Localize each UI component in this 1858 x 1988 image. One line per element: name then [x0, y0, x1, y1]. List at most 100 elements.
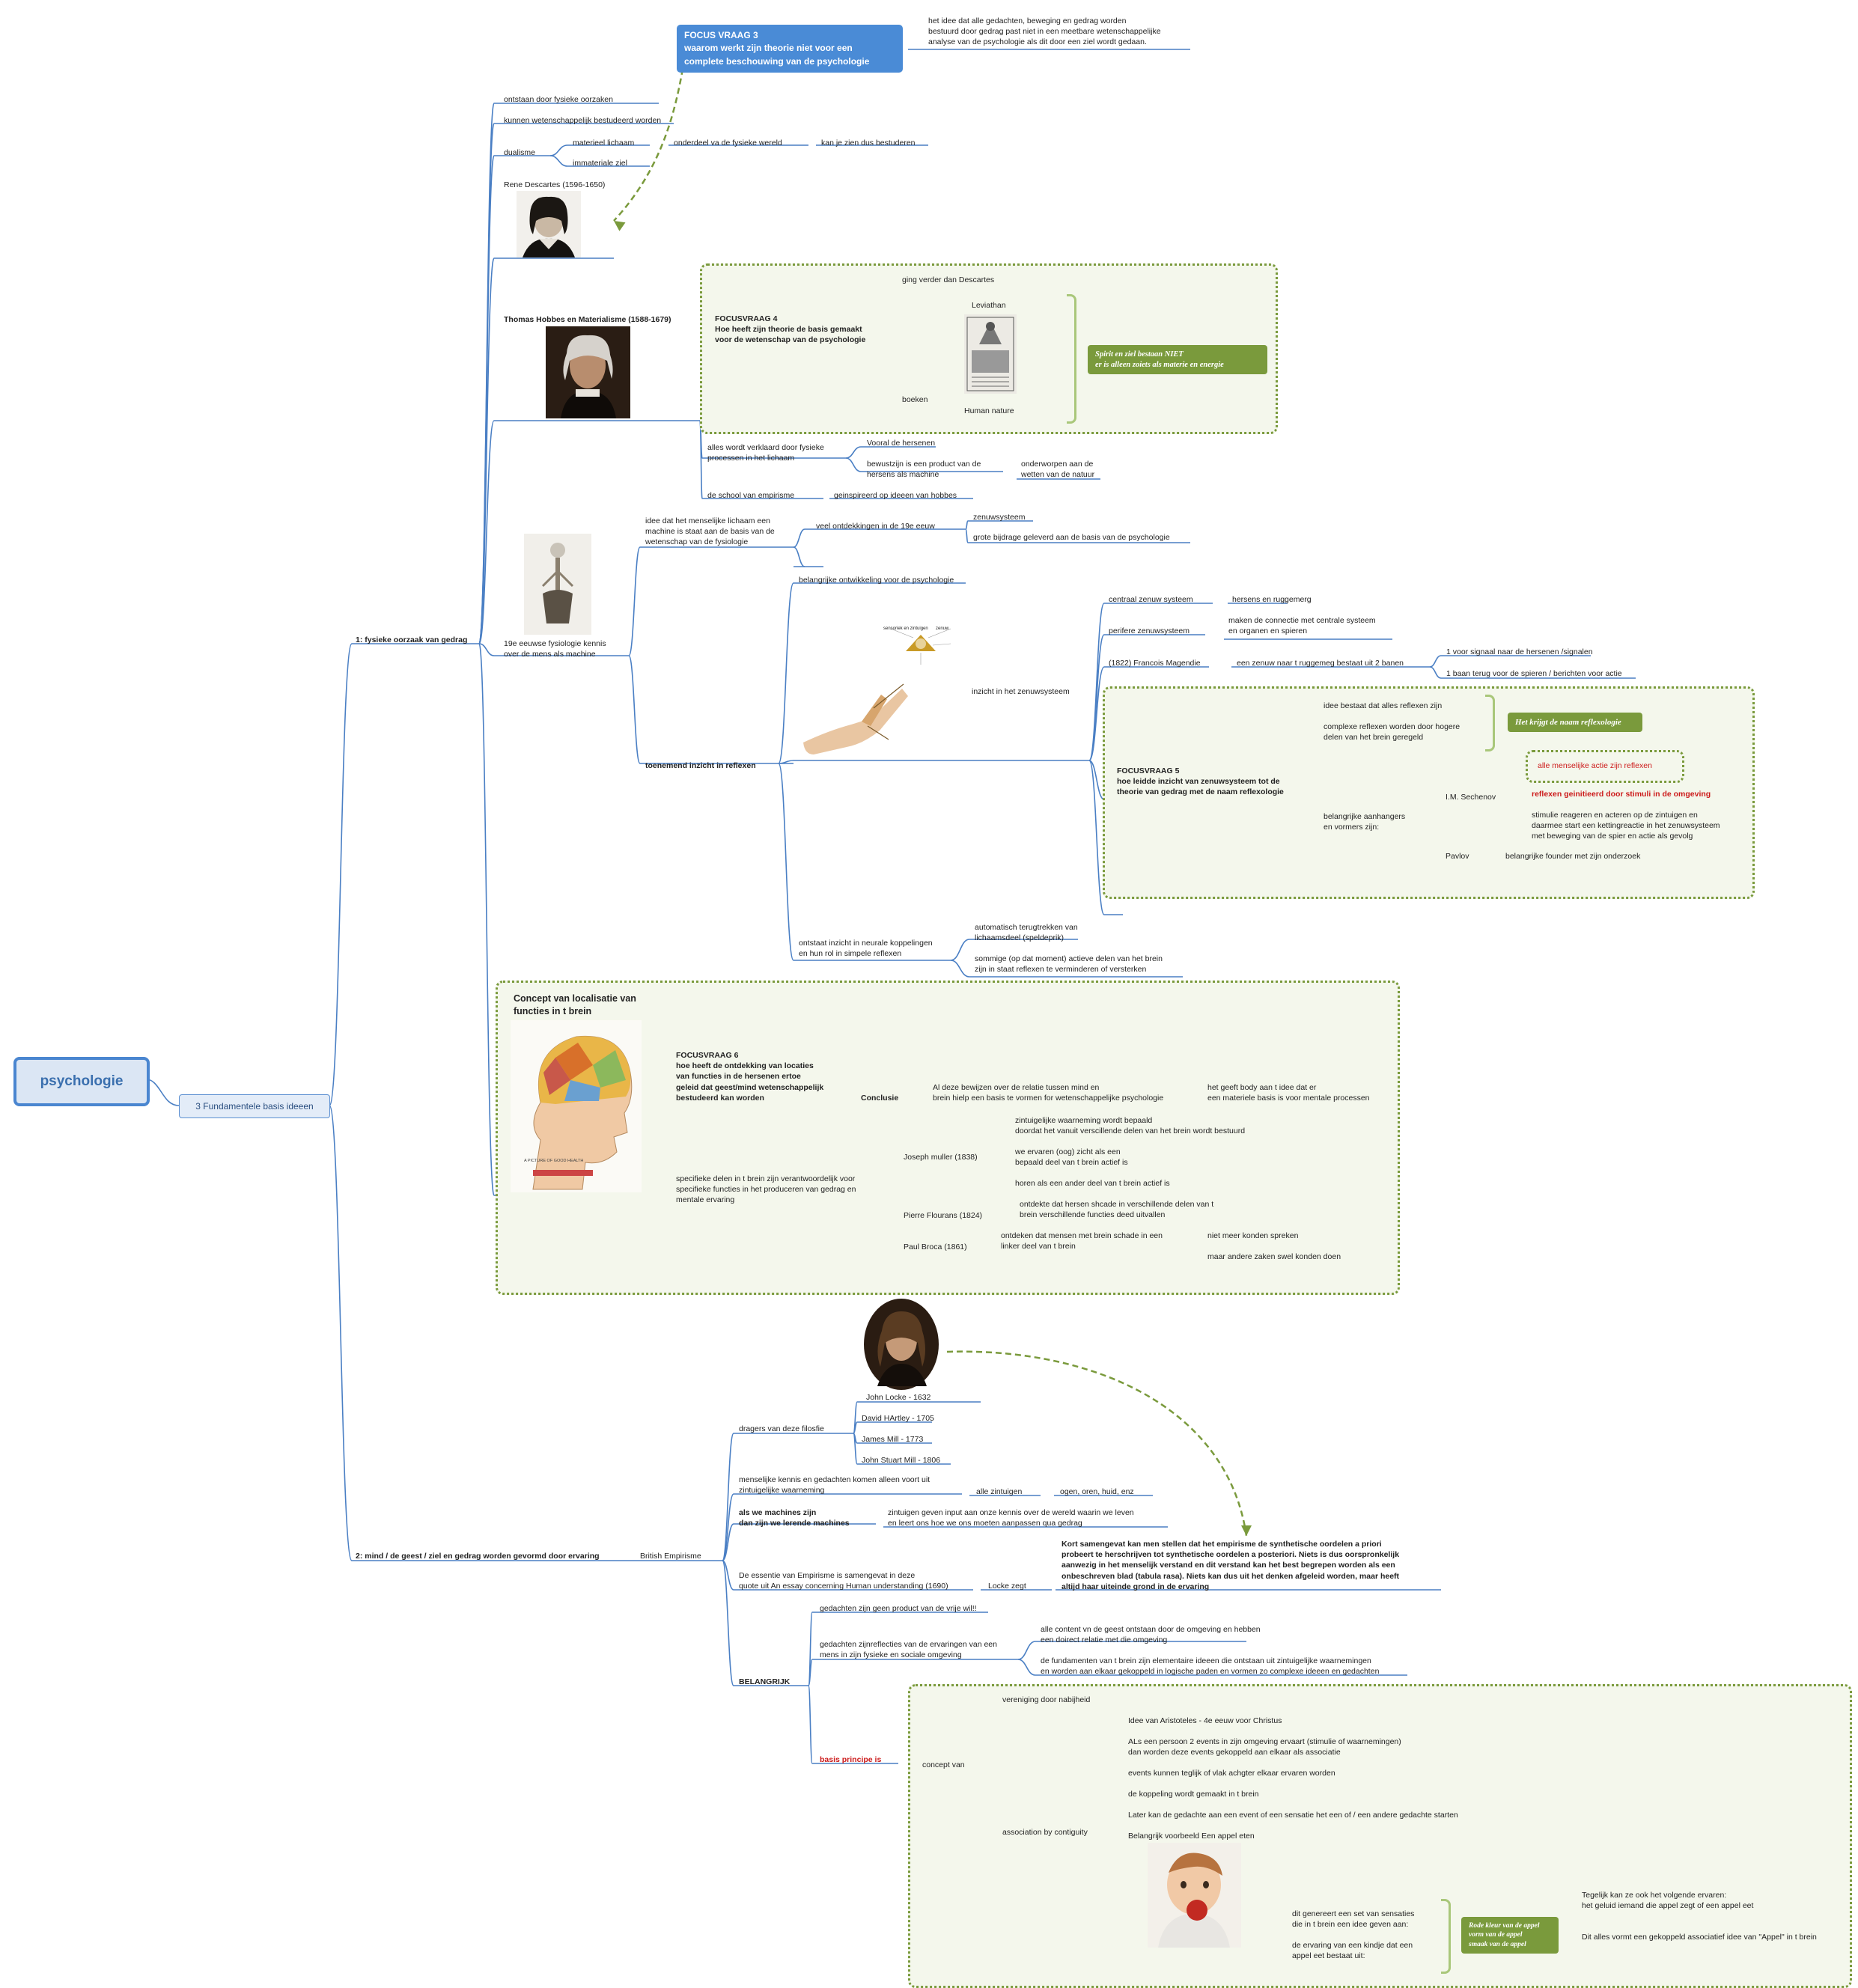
node-bestuderen[interactable]: kan je zien dus bestuderen: [821, 138, 916, 147]
node-materieel[interactable]: materieel lichaam: [573, 138, 635, 147]
node-input[interactable]: zintuigen geven input aan onze kennis ov…: [888, 1508, 1134, 1528]
node-actie[interactable]: alle menselijke actie zijn reflexen: [1538, 761, 1652, 770]
node-leviathan[interactable]: Leviathan: [972, 301, 1006, 310]
node-inzicht-zenuw[interactable]: inzicht in het zenuwsysteem: [972, 687, 1070, 696]
node-reflecties[interactable]: gedachten zijnreflecties van de ervaring…: [820, 1640, 997, 1660]
reflexologie-tag[interactable]: Het krijgt de naam reflexologie: [1508, 713, 1642, 733]
node-terug[interactable]: automatisch terugtrekken van lichaamsdee…: [975, 923, 1078, 943]
node-baan1[interactable]: 1 voor signaal naar de hersenen /signale…: [1446, 647, 1593, 656]
root-node[interactable]: psychologie: [13, 1057, 150, 1106]
branch1-label[interactable]: 1: fysieke oorzaak van gedrag: [356, 635, 468, 644]
node-ervaring[interactable]: de ervaring van een kindje dat een appel…: [1292, 1941, 1413, 1961]
node-sechenov[interactable]: I.M. Sechenov: [1446, 793, 1496, 802]
node-machines[interactable]: als we machines zijn dan zijn we lerende…: [739, 1508, 850, 1528]
node-muller-2[interactable]: we ervaren (oog) zicht als een bepaald d…: [1015, 1147, 1128, 1168]
person-hartley[interactable]: David HArtley - 1705: [862, 1414, 934, 1423]
node-immaterieel[interactable]: immateriale ziel: [573, 159, 627, 168]
node-fundamenten[interactable]: de fundamenten van t brein zijn elementa…: [1041, 1656, 1380, 1677]
node-broca-2[interactable]: niet meer konden spreken: [1207, 1231, 1299, 1240]
node-perifeer[interactable]: perifere zenuwsysteem: [1109, 626, 1190, 635]
focus4-node[interactable]: FOCUSVRAAG 4 Hoe heeft zijn theorie de b…: [715, 314, 866, 345]
node-empirisme[interactable]: de school van empirisme: [707, 491, 795, 500]
node-bijdrage[interactable]: grote bijdrage geleverd aan de basis van…: [973, 533, 1170, 542]
node-descartes[interactable]: Rene Descartes (1596-1650): [504, 180, 606, 189]
branch2-label[interactable]: 2: mind / de geest / ziel en gedrag word…: [356, 1552, 600, 1561]
node-body[interactable]: het geeft body aan t idee dat er een mat…: [1207, 1083, 1370, 1103]
node-kennis[interactable]: menselijke kennis en gedachten komen all…: [739, 1475, 930, 1495]
person-stuart-mill[interactable]: John Stuart Mill - 1806: [862, 1456, 941, 1465]
node-c3[interactable]: events kunnen teglijk of vlak achgter el…: [1128, 1769, 1335, 1778]
node-muller[interactable]: Joseph muller (1838): [904, 1153, 978, 1162]
basis-node[interactable]: 3 Fundamentele basis ideeen: [179, 1094, 330, 1118]
focus3-answer[interactable]: het idee dat alle gedachten, beweging en…: [928, 16, 1161, 47]
node-dragers[interactable]: dragers van deze filosfie: [739, 1424, 824, 1433]
person-james-mill[interactable]: James Mill - 1773: [862, 1435, 924, 1444]
node-founder[interactable]: belangrijke founder met zijn onderzoek: [1505, 852, 1641, 861]
node-hersenen[interactable]: Vooral de hersenen: [867, 439, 936, 448]
node-broca-3[interactable]: maar andere zaken swel konden doen: [1207, 1252, 1341, 1261]
node-centraal[interactable]: centraal zenuw systeem: [1109, 595, 1193, 604]
node-human-nature[interactable]: Human nature: [964, 406, 1014, 415]
node-broca[interactable]: Paul Broca (1861): [904, 1242, 967, 1251]
node-flourens-1[interactable]: ontdekte dat hersen shcade in verschille…: [1020, 1200, 1214, 1220]
node-sensaties[interactable]: dit genereert een set van sensaties die …: [1292, 1909, 1415, 1930]
spirit-tag[interactable]: Spirit en ziel bestaan NIET er is alleen…: [1088, 345, 1267, 375]
node-bewijzen[interactable]: Al deze bewijzen over de relatie tussen …: [933, 1083, 1164, 1103]
node-c2[interactable]: ALs een persoon 2 events in zijn omgevin…: [1128, 1737, 1401, 1757]
node-neuraal[interactable]: ontstaat inzicht in neurale koppelingen …: [799, 939, 933, 959]
node-dualisme[interactable]: dualisme: [504, 148, 536, 157]
node-specifiek[interactable]: specifieke delen in t brein zijn verantw…: [676, 1174, 856, 1205]
node-vereniging[interactable]: vereniging door nabijheid: [1002, 1695, 1091, 1704]
node-wetenschap[interactable]: kunnen wetenschappelijk bestudeerd worde…: [504, 116, 662, 125]
node-onderdeel[interactable]: onderdeel va de fysieke wereld: [674, 138, 782, 147]
node-c4[interactable]: de koppeling wordt gemaakt in t brein: [1128, 1790, 1259, 1799]
node-pavlov[interactable]: Pavlov: [1446, 852, 1469, 861]
node-fysiologie[interactable]: 19e eeuwse fysiologie kennis over de men…: [504, 639, 606, 659]
node-locke-zegt[interactable]: Locke zegt: [988, 1582, 1026, 1591]
localisatie-title[interactable]: Concept van localisatie van functies in …: [514, 993, 636, 1016]
node-alle-reflexen[interactable]: idee bestaat dat alles reflexen zijn: [1324, 701, 1443, 710]
node-muller-3[interactable]: horen als een ander deel van t brein act…: [1015, 1179, 1170, 1188]
node-ruggenmerg[interactable]: hersens en ruggemerg: [1232, 595, 1312, 604]
node-zenuwsysteem[interactable]: zenuwsysteem: [973, 513, 1026, 522]
node-sommige[interactable]: sommige (op dat moment) actieve delen va…: [975, 954, 1163, 975]
node-idee-machine[interactable]: idee dat het menselijke lichaam een mach…: [645, 516, 775, 547]
node-aanhangers[interactable]: belangrijke aanhangers en vormers zijn:: [1324, 812, 1406, 832]
node-c6[interactable]: Belangrijk voorbeeld Een appel eten: [1128, 1832, 1255, 1841]
node-content[interactable]: alle content vn de geest ontstaan door d…: [1041, 1625, 1261, 1645]
node-conclusie[interactable]: Conclusie: [861, 1094, 899, 1103]
node-flourens[interactable]: Pierre Flourans (1824): [904, 1211, 983, 1220]
node-banen[interactable]: een zenuw naar t ruggemeg bestaat uit 2 …: [1237, 659, 1404, 668]
node-stimuli[interactable]: reflexen geinitieerd door stimuli in de …: [1532, 790, 1711, 799]
node-c1[interactable]: Idee van Aristoteles - 4e eeuw voor Chri…: [1128, 1716, 1282, 1725]
node-zintuigen[interactable]: alle zintuigen: [976, 1487, 1023, 1496]
node-vrije-wil[interactable]: gedachten zijn geen product van de vrije…: [820, 1604, 977, 1613]
node-verklaard[interactable]: alles wordt verklaard door fysieke proce…: [707, 443, 824, 463]
node-baan2[interactable]: 1 baan terug voor de spieren / berichten…: [1446, 669, 1622, 678]
node-concept-van[interactable]: concept van: [922, 1760, 965, 1769]
node-broca-1[interactable]: ontdeken dat mensen met brein schade in …: [1001, 1231, 1163, 1251]
node-bewust[interactable]: bewustzijn is een product van de hersens…: [867, 460, 981, 480]
person-locke[interactable]: John Locke - 1632: [866, 1393, 931, 1402]
node-fysiek[interactable]: ontstaan door fysieke oorzaken: [504, 95, 613, 104]
node-verder[interactable]: ging verder dan Descartes: [902, 275, 995, 284]
node-c5[interactable]: Later kan de gedachte aan een event of e…: [1128, 1811, 1458, 1820]
node-connectie[interactable]: maken de connectie met centrale systeem …: [1228, 616, 1376, 636]
focus3-node[interactable]: FOCUS VRAAG 3 waarom werkt zijn theorie …: [677, 25, 903, 73]
focus6-node[interactable]: FOCUSVRAAG 6 hoe heeft de ontdekking van…: [676, 1051, 824, 1103]
node-magendie[interactable]: (1822) Francois Magendie: [1109, 659, 1201, 668]
focus5-node[interactable]: FOCUSVRAAG 5 hoe leidde inzicht van zenu…: [1117, 766, 1284, 797]
node-belangrijk[interactable]: BELANGRIJK: [739, 1677, 791, 1686]
node-complex[interactable]: complexe reflexen worden door hogere del…: [1324, 722, 1460, 743]
node-ontdekkingen[interactable]: veel ontdekkingen in de 19e eeuw: [816, 522, 935, 531]
node-british[interactable]: British Empirisme: [640, 1552, 701, 1561]
node-boeken[interactable]: boeken: [902, 395, 928, 404]
node-muller-1[interactable]: zintuigelijke waarneming wordt bepaald d…: [1015, 1116, 1246, 1136]
node-essentie[interactable]: De essentie van Empirisme is samengevat …: [739, 1571, 948, 1591]
node-associatief[interactable]: Dit alles vormt een gekoppeld associatie…: [1582, 1933, 1817, 1942]
node-reageren[interactable]: stimulie reageren en acteren op de zintu…: [1532, 811, 1720, 841]
node-contiguity[interactable]: association by contiguity: [1002, 1828, 1088, 1837]
node-ogen[interactable]: ogen, oren, huid, enz: [1060, 1487, 1134, 1496]
appel-tag[interactable]: Rode kleur van de appel vorm van de appe…: [1461, 1917, 1559, 1954]
hobbes-title[interactable]: Thomas Hobbes en Materialisme (1588-1679…: [504, 315, 671, 324]
